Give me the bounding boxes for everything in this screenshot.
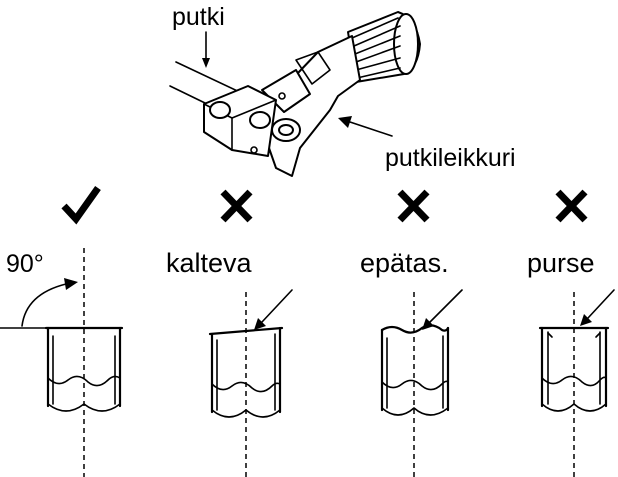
- pipe-sides: [46, 326, 122, 408]
- panel-correct: 90°: [0, 248, 124, 477]
- pipe-bottom-break: [541, 403, 607, 412]
- pipe-label: putki: [172, 3, 225, 31]
- burr-pointer: [587, 289, 615, 319]
- tilted-pointer: [261, 289, 293, 323]
- burr-label: purse: [527, 248, 595, 278]
- check-icon: [61, 185, 101, 225]
- pipe-inner-walls: [547, 331, 601, 405]
- angle-arrow-head: [64, 278, 78, 290]
- panel-burr: purse: [527, 248, 615, 477]
- pipe-break-line: [381, 379, 449, 391]
- pipe-sides: [380, 326, 450, 412]
- cross-icon: [555, 189, 588, 223]
- pipe-sides: [540, 326, 608, 408]
- cutter-label: putkileikkuri: [385, 144, 516, 172]
- cutter-pointer: [349, 121, 393, 137]
- panel-tilted: kalteva: [166, 248, 293, 477]
- pipe-sides: [210, 326, 282, 414]
- pipe-break-line: [541, 375, 607, 387]
- panel-uneven: epätas.: [360, 248, 463, 477]
- cutter-pointer-head: [338, 116, 352, 128]
- pipe-inner-walls: [216, 333, 276, 411]
- pipe-break-line: [47, 375, 121, 387]
- pipe-inner-walls: [386, 335, 444, 409]
- uneven-label: epätas.: [360, 248, 449, 278]
- cross-icon: [397, 189, 430, 223]
- tilted-label: kalteva: [166, 248, 253, 278]
- cutter-body: [203, 35, 361, 177]
- burr-edges: [547, 332, 601, 338]
- cross-icon: [220, 189, 253, 223]
- pipe-bottom-break: [381, 407, 449, 416]
- pipe-break-line: [211, 381, 281, 393]
- pipe-pointer-head: [202, 58, 210, 68]
- burr-pointer-head: [580, 314, 592, 326]
- pipe-cutter-illustration: [169, 11, 421, 177]
- tilted-pointer-head: [254, 318, 266, 330]
- angle-label: 90°: [6, 250, 44, 278]
- pipe-top-edge-wavy: [380, 324, 450, 334]
- pipe-bottom-break: [211, 409, 281, 418]
- pipe-bottom-break: [47, 403, 121, 412]
- pipe-inner-walls: [52, 335, 116, 405]
- angle-arc: [21, 283, 67, 327]
- knob: [347, 11, 421, 83]
- uneven-pointer: [429, 289, 463, 323]
- pipe-top-edge-slanted: [208, 326, 284, 336]
